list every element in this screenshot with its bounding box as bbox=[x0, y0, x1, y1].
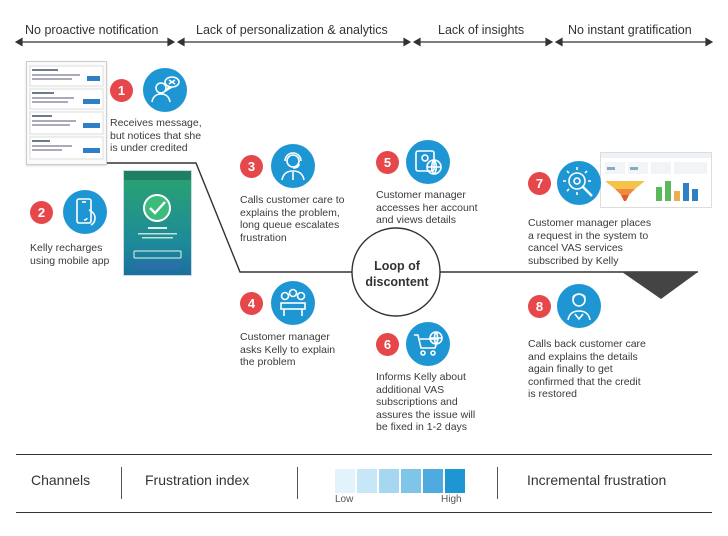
step-7-line: subscribed by Kelly bbox=[528, 254, 619, 267]
step-1-line: but notices that she bbox=[110, 129, 202, 142]
cart-globe-icon bbox=[406, 322, 450, 366]
footer-divider bbox=[297, 467, 298, 499]
scale-low-label: Low bbox=[335, 494, 354, 505]
step-2-text: Kelly recharges using mobile app bbox=[30, 242, 109, 267]
step-6-line: Informs Kelly about bbox=[376, 371, 466, 383]
header-lack-of-personalization: Lack of personalization & analytics bbox=[196, 23, 388, 37]
footer-incremental-frustration: Incremental frustration bbox=[527, 472, 667, 488]
footer-top-rule bbox=[16, 454, 712, 455]
scale-high-label: High bbox=[441, 494, 462, 505]
step-8-text: Calls back customer care and explains th… bbox=[528, 338, 646, 401]
frustration-scale-swatch bbox=[357, 469, 377, 493]
step-1-line: is under credited bbox=[110, 142, 188, 154]
header-no-proactive-notification: No proactive notification bbox=[25, 23, 159, 37]
step-1-line: Receives message, bbox=[110, 117, 202, 129]
step-6-line: additional VAS bbox=[376, 383, 445, 396]
call-center-agent-icon bbox=[271, 144, 315, 188]
step-7-line: a request in the system to bbox=[528, 229, 649, 242]
footer-divider bbox=[121, 467, 122, 499]
loop-line-1: Loop of bbox=[374, 259, 420, 273]
step-5-line: Customer manager bbox=[376, 189, 466, 201]
footer-divider bbox=[497, 467, 498, 499]
frustration-scale-swatch bbox=[335, 469, 355, 493]
meeting-group-icon bbox=[271, 281, 315, 325]
step-8-line: and explains the details bbox=[528, 350, 638, 363]
header-lack-of-insights: Lack of insights bbox=[438, 23, 525, 37]
step-3-line: frustration bbox=[240, 231, 287, 244]
step-8-line: again finally to get bbox=[528, 363, 613, 375]
sms-screen-image bbox=[26, 61, 107, 165]
step-3-text: Calls customer care to explains the prob… bbox=[240, 194, 344, 244]
step-3-line: explains the problem, bbox=[240, 206, 340, 219]
dashboard-screen-image bbox=[600, 152, 712, 208]
step-5-text: Customer manager accesses her account an… bbox=[376, 189, 478, 227]
step-2-number: 2 bbox=[30, 201, 53, 224]
step-4-text: Customer manager asks Kelly to explain t… bbox=[240, 331, 335, 369]
frustration-scale-swatch bbox=[445, 469, 465, 493]
footer-frustration-index: Frustration index bbox=[145, 472, 250, 488]
step-1-text: Receives message, but notices that she i… bbox=[110, 117, 202, 155]
header-no-instant-gratification: No instant gratification bbox=[568, 23, 692, 37]
step-3-line: Calls customer care to bbox=[240, 194, 345, 206]
step-4-number: 4 bbox=[240, 292, 263, 315]
step-7-line: cancel VAS services bbox=[528, 242, 623, 254]
journey-end-triangle bbox=[622, 272, 698, 299]
step-7-number: 7 bbox=[528, 172, 551, 195]
step-2-line: Kelly recharges bbox=[30, 242, 103, 254]
step-8-line: Calls back customer care bbox=[528, 338, 646, 350]
frustration-scale-swatch bbox=[423, 469, 443, 493]
step-3-line: long queue escalates bbox=[240, 219, 340, 231]
step-5-line: accesses her account bbox=[376, 201, 478, 214]
loop-line-2: discontent bbox=[365, 275, 429, 289]
step-3-number: 3 bbox=[240, 155, 263, 178]
step-8-line: confirmed that the credit bbox=[528, 375, 641, 388]
step-5-number: 5 bbox=[376, 151, 399, 174]
step-6-text: Informs Kelly about additional VAS subsc… bbox=[376, 371, 475, 434]
step-5-line: and views details bbox=[376, 214, 456, 226]
step-4-line: Customer manager bbox=[240, 331, 330, 343]
account-globe-icon bbox=[406, 140, 450, 184]
step-2-line: using mobile app bbox=[30, 254, 110, 267]
step-8-number: 8 bbox=[528, 295, 551, 318]
mobile-app-screen-image bbox=[123, 170, 192, 276]
step-4-line: asks Kelly to explain bbox=[240, 343, 336, 356]
gear-settings-icon bbox=[557, 161, 601, 205]
frustration-scale-swatch bbox=[379, 469, 399, 493]
step-6-line: subscriptions and bbox=[376, 396, 458, 408]
step-8-line: is restored bbox=[528, 388, 578, 400]
footer-bottom-rule bbox=[16, 512, 712, 513]
loop-circle bbox=[351, 227, 441, 317]
chat-person-icon bbox=[143, 68, 187, 112]
frustration-scale-swatch bbox=[401, 469, 421, 493]
footer-channels: Channels bbox=[31, 472, 91, 488]
step-6-line: assures the issue will bbox=[376, 408, 476, 421]
loop-of-discontent: Loop of discontent bbox=[356, 258, 438, 290]
user-support-icon bbox=[557, 284, 601, 328]
step-6-line: be fixed in 1-2 days bbox=[376, 421, 468, 433]
step-7-line: Customer manager places bbox=[528, 217, 652, 229]
step-4-line: the problem bbox=[240, 356, 296, 368]
header-arrows bbox=[14, 37, 714, 47]
step-7-text: Customer manager places a request in the… bbox=[528, 217, 651, 267]
step-1-number: 1 bbox=[110, 79, 133, 102]
step-6-number: 6 bbox=[376, 333, 399, 356]
mobile-phone-icon bbox=[63, 190, 107, 234]
